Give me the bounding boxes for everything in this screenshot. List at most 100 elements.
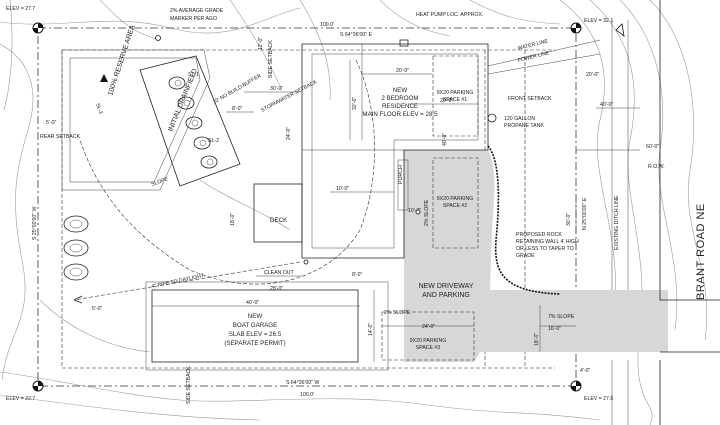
drainfield (139, 55, 241, 187)
residence-label-4: MAIN FLOOR ELEV = 28.5 (362, 111, 438, 118)
dim-8: 28'-0" (270, 286, 283, 292)
bearing-south: S 64°36'00" W (286, 380, 320, 386)
pipe-to-daylight (73, 261, 301, 304)
stormwater-setback-label: STORMWATER SETBACK (260, 79, 318, 114)
dim-13: 18'-0" (230, 213, 236, 226)
location-markers (100, 23, 625, 265)
corner-marker-se (570, 380, 582, 392)
dim-23: 5'-0" (46, 120, 56, 126)
residence (301, 43, 489, 259)
slope-2pct-label: 2% SLOPE (424, 199, 430, 226)
garage-label-1: NEW (248, 313, 263, 320)
heat-pump (399, 39, 409, 47)
pipe-label: 4" PIPE TO DAYLIGHT (151, 273, 205, 290)
parking2-label-b: SPACE #2 (443, 203, 468, 209)
porch (397, 159, 409, 211)
dist-south: 100.0' (300, 392, 314, 398)
reserve-area-label: 100% RESERVE AREA (107, 24, 137, 97)
parking3-label-a: 9X20 PARKING (410, 338, 447, 344)
elev-se-label: ELEV = 27.6 (584, 396, 613, 402)
reserve-area (61, 49, 211, 191)
driveway-label-1: NEW DRIVEWAY (419, 283, 474, 290)
corner-markers (32, 22, 582, 392)
rear-setback-label: REAR SETBACK (40, 134, 81, 140)
dim-24: 5'-0" (92, 306, 102, 312)
power-line-label: POWER LINE (517, 50, 551, 64)
septic-tanks (63, 215, 89, 281)
parking-spaces (381, 55, 479, 361)
garage-label-4: (SEPARATE PERMIT) (224, 340, 285, 347)
sl1-label: SL-1 (188, 72, 199, 78)
sl3-label: SL-3 (94, 103, 103, 115)
dim-16: 18'-0" (534, 333, 540, 346)
parking2-label-a: 9X20 PARKING (437, 196, 474, 202)
propane-tank (487, 113, 497, 123)
garage-label-3: SLAB ELEV = 26.5 (229, 331, 282, 338)
dim-11: 8'-0" (352, 272, 362, 278)
sl2-label: SL-2 (208, 138, 219, 144)
avg-grade-label: 2% AVERAGE GRADE (170, 8, 224, 14)
dist-north: 100.0' (320, 22, 334, 28)
dim-14: 24'-0" (422, 324, 435, 330)
dim-4: 8'-0" (232, 106, 242, 112)
front-setback-label: FRONT SETBACK (508, 96, 552, 102)
dim-15: 16'-0" (548, 326, 561, 332)
road-label: BRANT ROAD NE (695, 203, 707, 300)
deck-label: DECK (270, 217, 288, 224)
dim-22: 12'-0" (258, 37, 264, 50)
side-setback-north-label: SIDE SETBACK (268, 40, 274, 78)
dim-2: 20'-0" (440, 98, 453, 104)
marker-label: MARKER PER AGO (170, 16, 217, 22)
propane-label-2: PROPANE TANK (504, 123, 544, 129)
dim-25: 4'-0" (580, 368, 590, 374)
propane-label-1: 120 GALLON (504, 116, 535, 122)
residence-label-2: 2 BEDROOM (381, 95, 418, 102)
elev-nw-label: ELEV = 27.7 (6, 6, 35, 12)
parking1-label-a: 9X20 PARKING (437, 90, 474, 96)
dim-12: 10'-0" (408, 208, 421, 214)
bearing-east: N 25°00'00" E (582, 197, 588, 230)
slope-label: SLOPE (151, 176, 170, 188)
heat-pump-label: HEAT PUMP LOC. APPROX. (416, 12, 483, 18)
elev-sw-label: ELEV = 22.7 (6, 396, 35, 402)
slope-7pct-label: 7% SLOPE (548, 314, 575, 320)
dim-1: 20'-0" (396, 68, 409, 74)
utility-lines (487, 39, 601, 75)
dimension-lines (152, 60, 640, 362)
dim-9: 40'-0" (246, 300, 259, 306)
slope-2pct-label-b: 2% SLOPE (384, 310, 411, 316)
corner-marker-sw (32, 380, 44, 392)
road (611, 0, 720, 425)
retaining-label-4: GRADE (516, 253, 535, 259)
parking1-label-b: SPACE #1 (443, 97, 468, 103)
corner-marker-nw (32, 22, 44, 34)
retaining-label-1: PROPOSED ROCK (516, 232, 562, 238)
dim-5: 32'-0" (352, 97, 358, 110)
side-setback-south-label: SIDE SETBACK (186, 366, 192, 404)
dim-3: 30'-0" (270, 86, 283, 92)
dim-6: 10'-0" (336, 186, 349, 192)
dim-18: 24'-0" (286, 127, 292, 140)
clean-out-label: CLEAN OUT (264, 270, 295, 276)
driveway-label-2: AND PARKING (422, 292, 470, 299)
driveway (404, 150, 668, 362)
dim-19: 40'-0" (600, 102, 613, 108)
dim-17: 30'-0" (566, 213, 572, 226)
dim-10: 14'-0" (368, 323, 374, 336)
retaining-label-2: RETAINING WALL 4' HIGH (516, 239, 579, 245)
retaining-wall (487, 145, 561, 295)
retaining-label-3: OR LESS TO TAPER TO (516, 246, 574, 252)
garage-label-2: BOAT GARAGE (233, 322, 277, 329)
row-label: R.O.W. (648, 164, 665, 170)
no-build-buffer-label: 10' NO BUILD BUFFER (212, 73, 263, 106)
elev-ne-label: ELEV = 32.1 (584, 18, 613, 24)
corner-marker-ne (570, 22, 582, 34)
residence-label-3: RESIDENCE (382, 103, 418, 110)
deck (253, 183, 303, 243)
porch-label: PORCH (398, 165, 404, 184)
bearing-north: S 64°36'00" E (340, 32, 373, 38)
parking3-label-b: SPACE #3 (416, 345, 441, 351)
bearing-west: S 25°00'00" W (32, 206, 38, 240)
